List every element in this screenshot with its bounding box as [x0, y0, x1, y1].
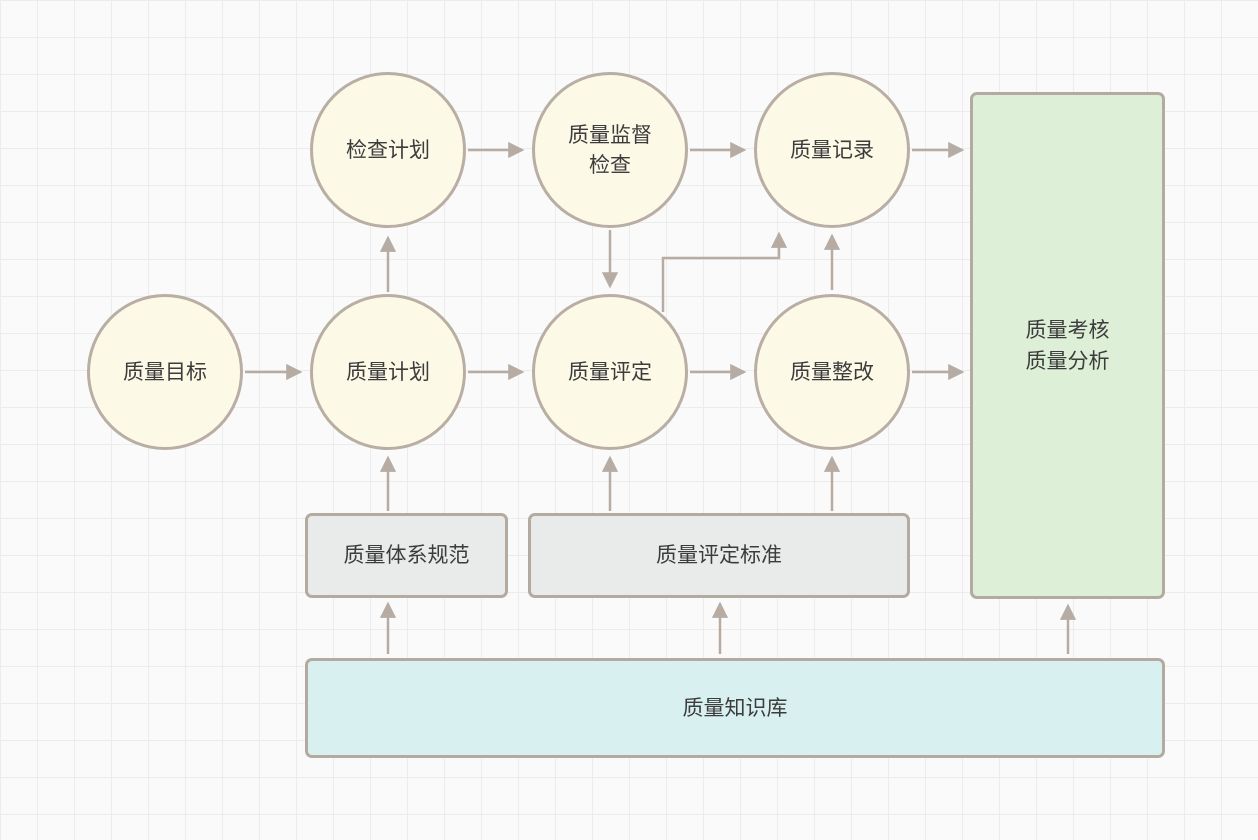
node-assessment-standard[interactable]: 质量评定标准 — [528, 513, 910, 598]
node-label: 质量目标 — [123, 359, 207, 384]
node-label: 质量评定标准 — [656, 543, 782, 568]
node-quality-rectification[interactable]: 质量整改 — [754, 294, 910, 450]
arrow-quality-assessment-to-quality-record[interactable] — [661, 231, 788, 312]
node-knowledge-base[interactable]: 质量知识库 — [305, 658, 1165, 758]
node-label: 质量知识库 — [682, 695, 788, 720]
node-label: 质量记录 — [790, 137, 874, 162]
node-quality-record[interactable]: 质量记录 — [754, 72, 910, 228]
node-label: 检查计划 — [346, 137, 430, 162]
node-assessment-analysis[interactable]: 质量考核 质量分析 — [970, 92, 1165, 599]
node-supervision-inspection[interactable]: 质量监督 检查 — [532, 72, 688, 228]
node-label: 质量评定 — [568, 359, 652, 384]
node-quality-goal[interactable]: 质量目标 — [87, 294, 243, 450]
node-inspection-plan[interactable]: 检查计划 — [310, 72, 466, 228]
node-system-spec[interactable]: 质量体系规范 — [305, 513, 508, 598]
node-quality-assessment[interactable]: 质量评定 — [532, 294, 688, 450]
node-label: 质量考核 质量分析 — [1025, 318, 1110, 373]
node-label: 质量整改 — [790, 359, 874, 384]
node-quality-plan[interactable]: 质量计划 — [310, 294, 466, 450]
node-label: 质量计划 — [346, 359, 430, 384]
node-label: 质量体系规范 — [343, 543, 470, 568]
node-label: 质量监督 检查 — [568, 122, 652, 177]
